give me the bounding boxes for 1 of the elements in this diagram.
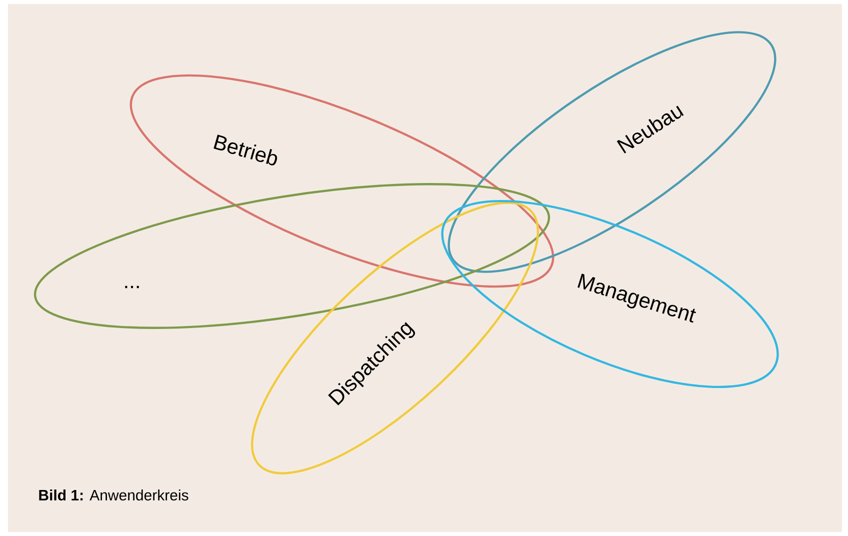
caption: Bild 1: Anwenderkreis bbox=[39, 490, 188, 500]
